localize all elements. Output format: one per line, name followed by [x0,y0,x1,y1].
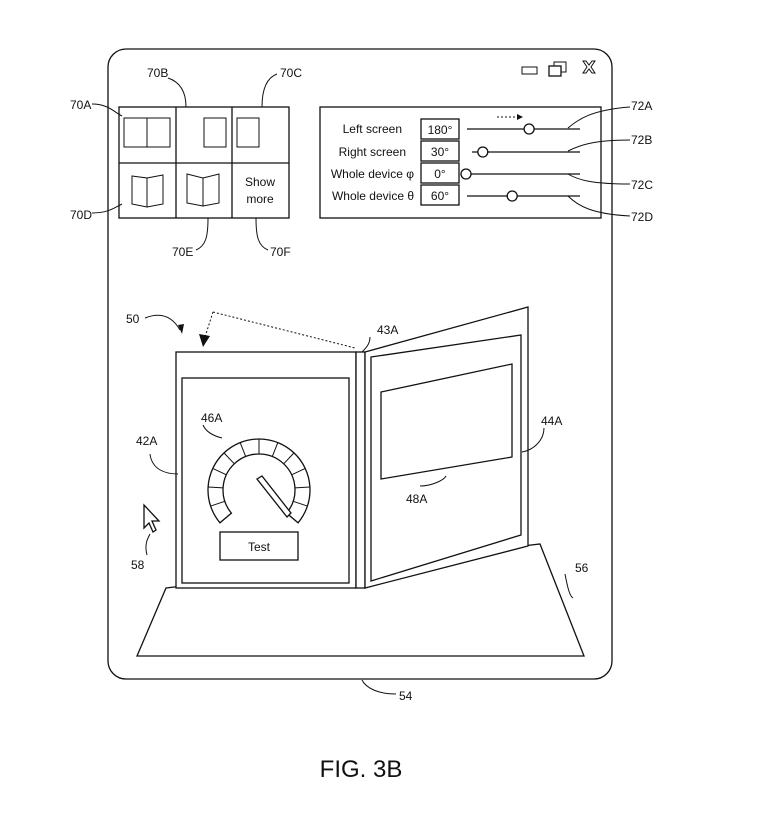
gauge-segment [283,452,295,465]
gauge-needle [256,475,292,518]
ref-70A: 70A [70,98,91,112]
ref-46A: 46A [201,411,222,425]
slider-label-right-screen: Right screen [339,145,406,159]
ref-44A: 44A [541,414,562,428]
cursor-arrow-icon [143,503,161,533]
preset-grid [118,106,290,219]
hinge [355,351,366,589]
restore-icon[interactable] [548,61,567,77]
right-display-panel [364,306,529,589]
value-box-whole-phi[interactable] [420,162,460,184]
ref-56: 56 [575,561,589,575]
ref-58: 58 [131,558,145,572]
gauge-segment [210,500,225,507]
gauge-segment [239,442,247,457]
value-box-whole-theta[interactable] [420,184,460,206]
right-content-window[interactable] [380,363,513,480]
value-left-screen[interactable]: 180° [428,123,453,137]
ref-70D: 70D [70,208,92,222]
value-box-left-screen[interactable] [420,118,460,140]
slider-knob-left-screen[interactable] [523,123,535,135]
fold-indicator [212,311,356,349]
ref-70C: 70C [280,66,302,80]
gauge-segment [212,467,227,476]
value-right-screen[interactable]: 30° [431,145,449,159]
gauge-widget [207,438,311,524]
preset-single-right[interactable] [203,117,227,148]
left-display-screen [181,377,350,584]
value-box-right-screen[interactable] [420,140,460,162]
app-window [107,48,613,680]
ref-43A: 43A [377,323,398,337]
ref-48A: 48A [406,492,427,506]
close-icon[interactable] [582,60,596,74]
preset-flat-open[interactable] [123,117,171,148]
gauge-ring [207,438,311,524]
ref-50: 50 [126,312,140,326]
left-display-panel [175,351,357,589]
slider-label-left-screen: Left screen [343,122,402,136]
value-whole-phi[interactable]: 0° [434,167,446,181]
ref-70E: 70E [172,245,193,259]
preset-reverse-fold[interactable] [186,173,220,207]
slider-label-whole-theta: Whole device θ [332,189,414,203]
right-display-screen [370,334,522,582]
gauge-segment [208,486,224,489]
ref-72C: 72C [631,178,653,192]
ref-72A: 72A [631,99,652,113]
slider-knob-whole-phi[interactable] [460,168,472,180]
fold-arrow-icon [199,334,210,347]
slider-knob-right-screen[interactable] [477,146,489,158]
value-whole-theta[interactable]: 60° [431,189,449,203]
gauge-segment [291,467,306,476]
ref-54: 54 [399,689,413,703]
gauge-segment [223,452,235,465]
show-more-line1[interactable]: Show [245,175,275,189]
slider-knob-whole-theta[interactable] [506,190,518,202]
ref-72B: 72B [631,133,652,147]
show-more-line2[interactable]: more [246,192,274,206]
gauge-segment [294,486,310,489]
ref-42A: 42A [136,434,157,448]
test-button[interactable] [219,531,299,561]
ref-70B: 70B [147,66,168,80]
slider-panel [319,106,602,219]
figure-caption: FIG. 3B [320,756,403,783]
minimize-icon[interactable] [521,66,538,75]
preset-book-fold[interactable] [131,174,164,208]
preset-single-left[interactable] [236,117,260,148]
gauge-segment [293,500,308,507]
drag-hint-arrow-icon [497,114,523,120]
ref-72D: 72D [631,210,653,224]
test-button-label[interactable]: Test [248,540,271,554]
slider-label-whole-phi: Whole device φ [331,167,414,181]
gauge-segment [271,442,279,457]
ref-70F: 70F [270,245,291,259]
